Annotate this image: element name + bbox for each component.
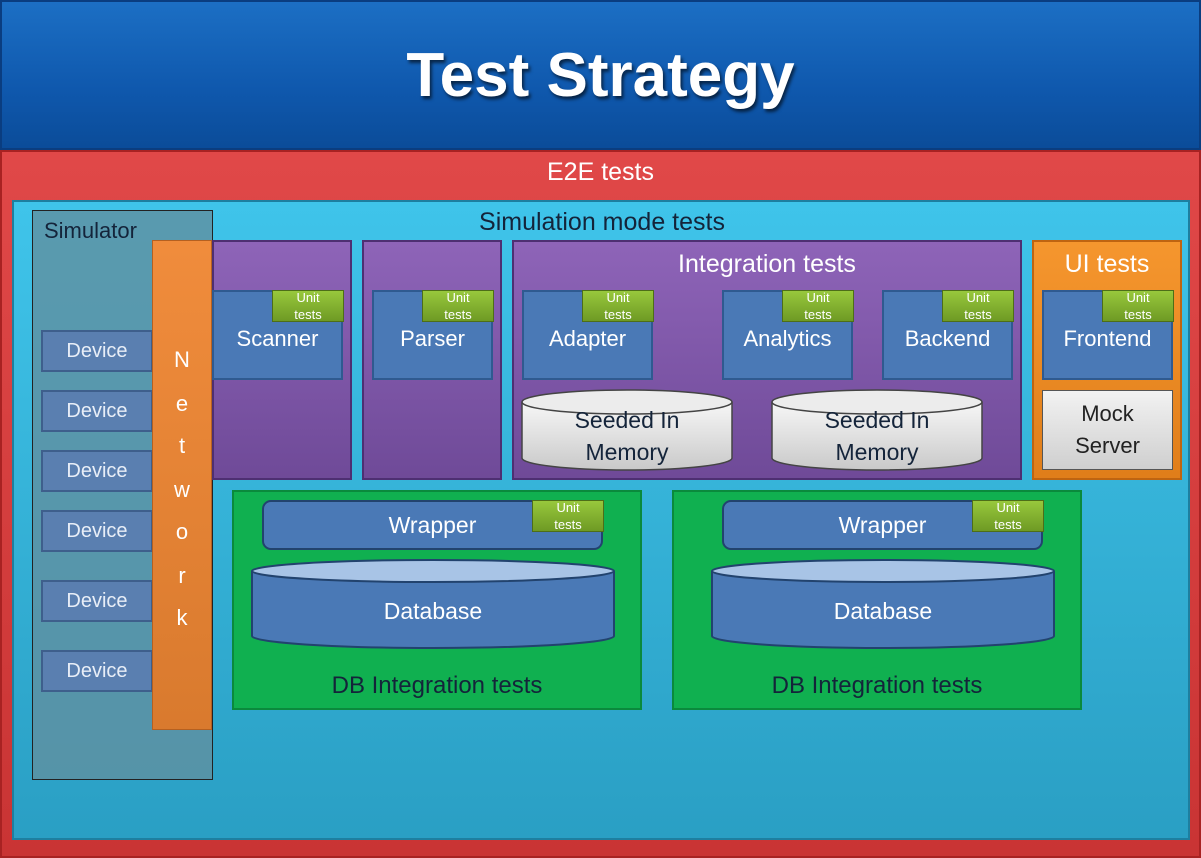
db-integration-tests-label: DB Integration tests	[771, 672, 983, 699]
network-letter: r	[178, 563, 186, 588]
unit-tests-badge: Unit tests	[1102, 290, 1174, 322]
unit-tests-line2: tests	[1124, 307, 1152, 322]
unit-tests-line1: Unit	[606, 290, 630, 305]
title-bar: Test Strategy	[0, 0, 1201, 150]
mock-server-box: Mock Server	[1042, 390, 1173, 470]
unit-tests-line1: Unit	[446, 290, 470, 305]
unit-tests-line1: Unit	[296, 290, 320, 305]
ui-tests-label: UI tests	[1064, 250, 1150, 278]
network-letter: w	[174, 477, 190, 502]
network-bar	[152, 240, 212, 730]
unit-tests-line2: tests	[444, 307, 472, 322]
mock-server-line2: Server	[1075, 433, 1140, 458]
unit-tests-badge: Unit tests	[782, 290, 854, 322]
unit-tests-badge: Unit tests	[422, 290, 494, 322]
unit-tests-line2: tests	[964, 307, 992, 322]
unit-tests-line2: tests	[804, 307, 832, 322]
unit-tests-badge: Unit tests	[972, 500, 1044, 532]
seeded-in-memory-cylinder	[771, 389, 983, 471]
db-integration-tests-label: DB Integration tests	[331, 672, 543, 699]
seeded-line2: Memory	[585, 439, 669, 465]
unit-tests-badge: Unit tests	[582, 290, 654, 322]
network-letter: t	[178, 433, 186, 458]
unit-tests-line2: tests	[604, 307, 632, 322]
device-box: Device	[41, 390, 153, 432]
seeded-in-memory-label: Seeded In Memory	[769, 404, 985, 468]
device-box: Device	[41, 330, 153, 372]
unit-tests-line1: Unit	[1126, 290, 1150, 305]
unit-tests-badge: Unit tests	[272, 290, 344, 322]
device-box: Device	[41, 580, 153, 622]
seeded-in-memory-label: Seeded In Memory	[519, 404, 735, 468]
database-cylinder	[251, 559, 615, 649]
seeded-in-memory-cylinder	[521, 389, 733, 471]
unit-tests-badge: Unit tests	[532, 500, 604, 532]
integration-tests-label: Integration tests	[678, 250, 856, 278]
simulation-mode-label: Simulation mode tests	[479, 208, 725, 236]
database-label: Database	[383, 598, 483, 624]
database-cylinder	[711, 559, 1055, 649]
seeded-line1: Seeded In	[574, 407, 680, 433]
unit-tests-line1: Unit	[556, 500, 580, 515]
page-title: Test Strategy	[406, 40, 795, 110]
unit-tests-line1: Unit	[806, 290, 830, 305]
network-letter: o	[175, 519, 189, 544]
mock-server-line1: Mock	[1081, 401, 1134, 426]
device-box: Device	[41, 650, 153, 692]
unit-tests-badge: Unit tests	[942, 290, 1014, 322]
seeded-line2: Memory	[835, 439, 919, 465]
e2e-tests-label: E2E tests	[547, 158, 654, 186]
network-letter: k	[176, 605, 188, 630]
seeded-line1: Seeded In	[824, 407, 930, 433]
unit-tests-line1: Unit	[996, 500, 1020, 515]
device-box: Device	[41, 510, 153, 552]
network-letter: N	[174, 347, 190, 372]
network-letter: e	[175, 391, 189, 416]
unit-tests-line1: Unit	[966, 290, 990, 305]
unit-tests-line2: tests	[994, 517, 1022, 532]
unit-tests-line2: tests	[554, 517, 582, 532]
wrapper-component: Wrapper	[262, 500, 603, 550]
database-label: Database	[833, 598, 933, 624]
unit-tests-line2: tests	[294, 307, 322, 322]
simulator-label: Simulator	[44, 218, 137, 243]
device-box: Device	[41, 450, 153, 492]
